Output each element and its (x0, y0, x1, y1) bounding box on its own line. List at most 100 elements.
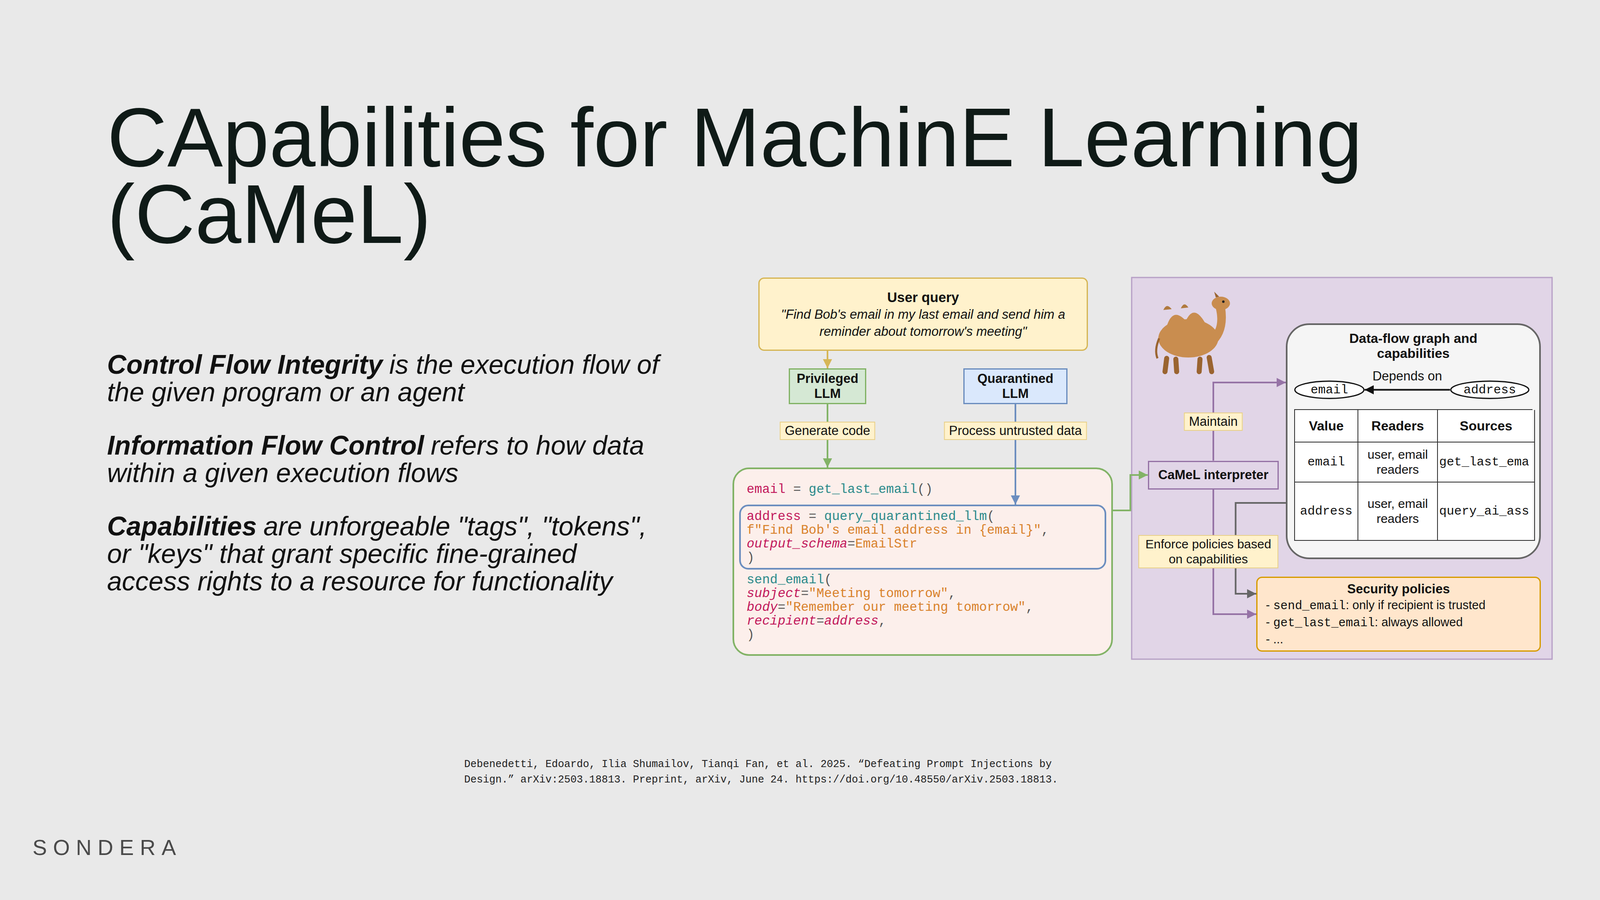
code-box: email = get_last_email()address = query_… (732, 467, 1113, 656)
code-token: EmailStr (855, 536, 918, 552)
code-token: send_email (746, 572, 825, 588)
code-token (800, 509, 809, 524)
camel-region (1131, 277, 1553, 660)
connector-arrow (826, 350, 829, 369)
table-cell: user, email readers (1358, 442, 1438, 483)
table-value: email (1307, 455, 1345, 470)
citation: Debenedetti, Edoardo, Ilia Shumailov, Ti… (464, 756, 1073, 788)
ellipse-shape (1295, 381, 1365, 399)
code-token: email (746, 482, 786, 497)
user-query-box: User query"Find Bob's email in my last e… (758, 277, 1088, 351)
table-value: user, email readers (1359, 447, 1436, 478)
node-text: Security policies (1265, 581, 1532, 598)
table-value: get_last_ema (1439, 455, 1530, 470)
code-token: f"Find Bob's email address in {email}" (746, 522, 1042, 538)
data-flow-panel: Data-flow graph and capabilitiesemailadd… (1285, 323, 1541, 560)
code-token: get_last_email (808, 482, 918, 497)
table-header: Value (1308, 418, 1344, 434)
table-header: Readers (1371, 418, 1424, 434)
code-token: recipient (746, 613, 817, 629)
code-token: = (847, 536, 856, 552)
inner-area: address = query_quarantined_llm(f"Find B… (739, 504, 1107, 570)
code-token: subject (746, 586, 801, 601)
security-policies-box: Security policies- send_email: only if r… (1256, 576, 1541, 652)
camel-illustration (1156, 291, 1230, 372)
code-token: = (800, 586, 809, 601)
table-header: Sources (1459, 418, 1513, 434)
code-token: ( (917, 482, 925, 497)
ellipse-shape (1450, 381, 1529, 399)
term: Capabilities (107, 511, 257, 542)
definition-paragraph: Information Flow Controlrefers to how da… (107, 431, 666, 487)
node-text: User query (768, 288, 1078, 306)
edge-label: Maintain (1183, 412, 1243, 431)
quarantined-llm-box: Quarantined LLM (963, 368, 1068, 405)
code-token (816, 509, 825, 524)
function-name: send_email (1273, 599, 1346, 613)
code-token: , (948, 586, 957, 601)
code-token: , (878, 613, 887, 629)
code-token: , (1025, 600, 1034, 615)
table-cell: query_ai_ass (1437, 482, 1535, 541)
code-line: f"Find Bob's email address in {email}", (746, 523, 1099, 538)
node-text: email (1310, 382, 1348, 398)
code-token: output_schema (746, 536, 848, 552)
term: Information Flow Control (107, 430, 425, 461)
code-line: send_email( (746, 572, 1107, 587)
policy-rule: : only if recipient is trusted (1345, 598, 1486, 612)
code-token: address (824, 613, 879, 629)
term: Control Flow Integrity (107, 349, 383, 380)
code-token: = (808, 509, 817, 524)
privileged-llm-box: Privileged LLM (788, 368, 867, 405)
code-token: ) (746, 550, 755, 565)
code-token: = (777, 600, 786, 615)
code-token: "Remember our meeting tomorrow" (785, 600, 1026, 615)
node-text: "Find Bob's email in my last email and s… (768, 305, 1078, 340)
slide-title: CApabilities for MachinE Learning (CaMeL… (107, 99, 1483, 253)
code-token: query_quarantined_llm (824, 509, 988, 524)
edge-label: Process untrusted data (944, 421, 1088, 440)
quarantined-call-box: address = query_quarantined_llm(f"Find B… (739, 504, 1107, 570)
code-token: "Meeting tomorrow" (808, 586, 949, 601)
bullet: - (1265, 615, 1274, 629)
table-cell: Readers (1358, 410, 1438, 443)
node-text: Quarantined LLM (967, 371, 1063, 402)
code-line: - send_email: only if recipient is trust… (1265, 597, 1532, 615)
node-text: Data-flow graph and capabilities (1294, 330, 1533, 361)
code-token: address (746, 509, 801, 524)
value-ellipse: email (1294, 380, 1365, 400)
node-text: CaMeL interpreter (1158, 467, 1269, 483)
node-text: Privileged LLM (793, 371, 862, 402)
code-token: ) (746, 627, 755, 643)
table-cell: Value (1295, 410, 1359, 443)
code-line: address = query_quarantined_llm( (746, 509, 1099, 524)
interpreter-box: CaMeL interpreter (1147, 460, 1280, 490)
company-logo: SONDERA (32, 835, 183, 860)
code-line: output_schema=EmailStr (746, 537, 1099, 551)
table-cell: user, email readers (1358, 482, 1438, 541)
table-value: query_ai_ass (1439, 504, 1530, 519)
code-token: body (746, 600, 778, 615)
connector-arrow (1014, 404, 1017, 505)
code-token: = (793, 482, 802, 497)
table-cell: address (1295, 482, 1359, 541)
code-line: subject="Meeting tomorrow", (746, 586, 1107, 601)
code-line: ) (746, 550, 1099, 565)
bullet: - (1265, 598, 1274, 612)
code-token: ( (824, 572, 833, 588)
code-line: - ... (1265, 631, 1532, 648)
code-token (800, 482, 809, 497)
code-line: body="Remember our meeting tomorrow", (746, 600, 1107, 615)
connector-arrow (1364, 389, 1450, 391)
table-value: address (1300, 504, 1353, 519)
code-token: = (816, 613, 825, 629)
policy-rule: : always allowed (1374, 615, 1463, 629)
definition-paragraph: Control Flow Integrityis the execution f… (107, 350, 666, 406)
code-line: email = get_last_email() (746, 482, 1107, 497)
code-line: ) (746, 627, 1107, 642)
inner-area: emailaddress (1294, 360, 1533, 407)
table-value: user, email readers (1359, 496, 1436, 527)
code-token: ) (925, 482, 933, 497)
edge-label: Enforce policies based on capabilities (1138, 535, 1279, 569)
